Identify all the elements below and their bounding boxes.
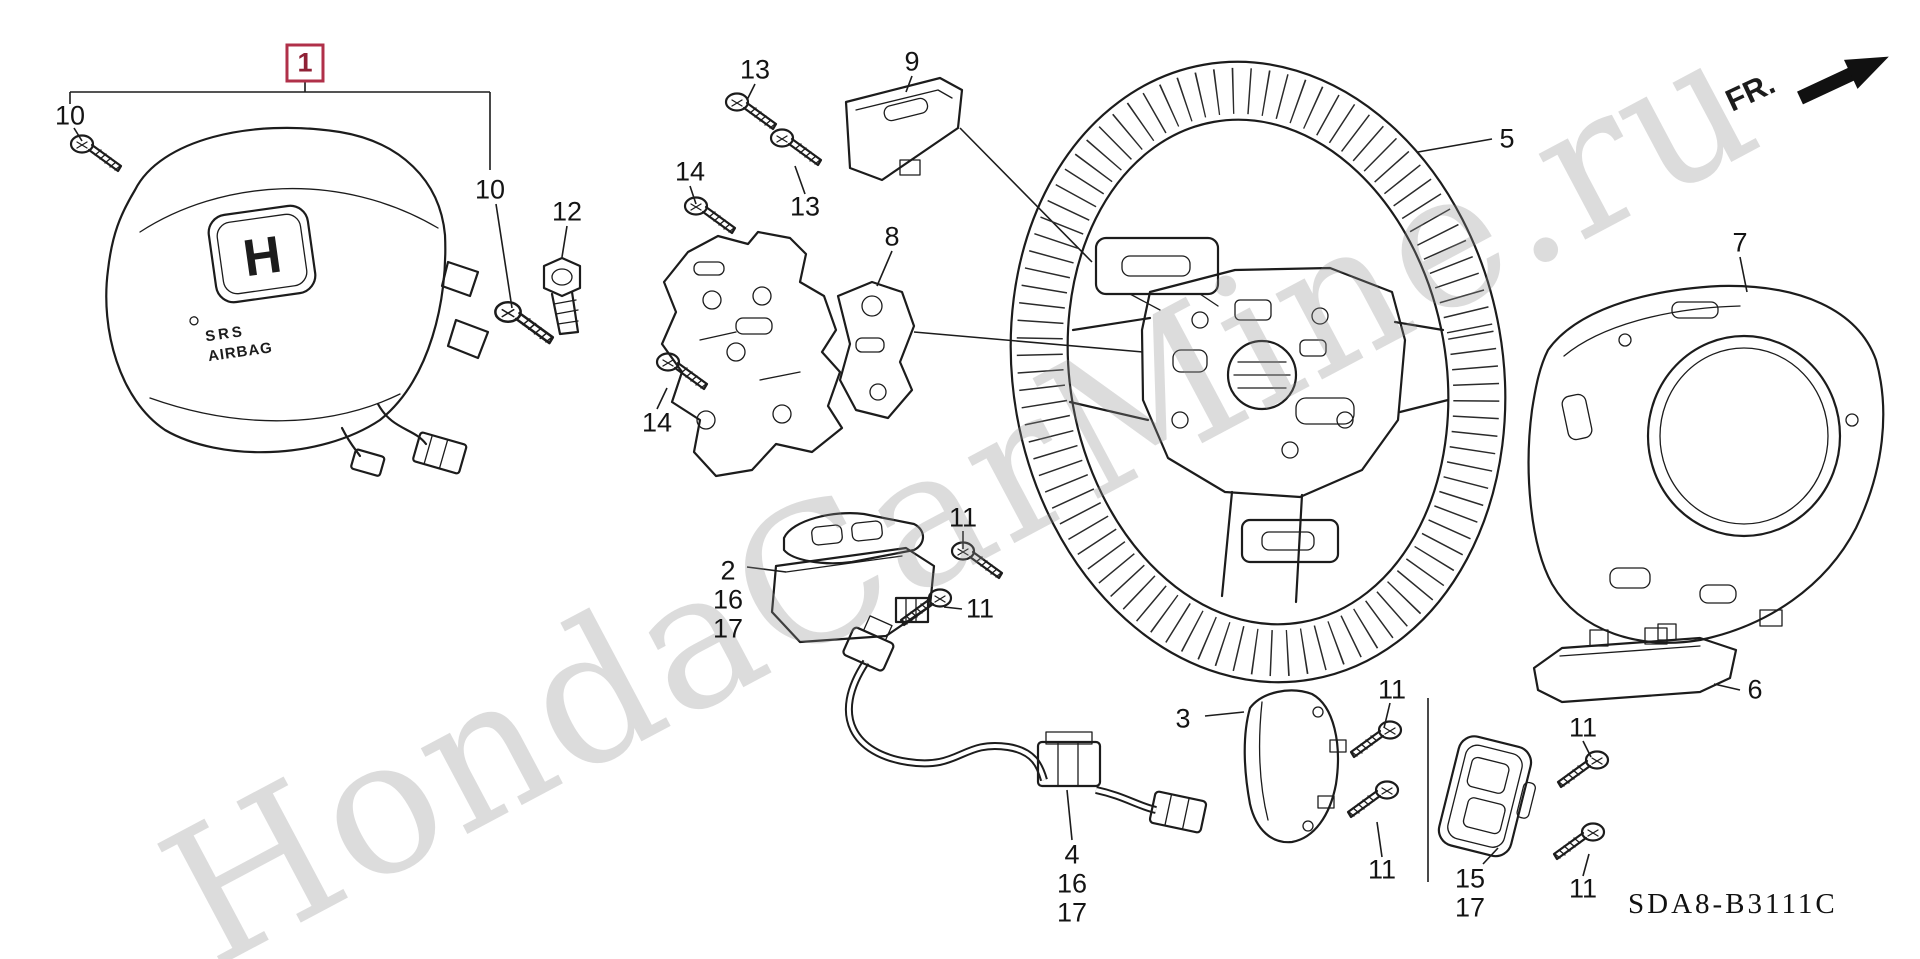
callout-13-a: 13 [739,54,771,85]
airbag-module-drawing: H SRS AIRBAG [105,126,490,477]
callout-7: 7 [1732,227,1748,258]
callout-9: 9 [904,46,920,77]
callout-12: 12 [551,196,583,227]
upper-garnish-drawing [844,76,964,182]
srs-mark-icon [189,316,199,326]
callout-16-a: 16 [712,584,744,615]
callout-15: 15 [1454,863,1486,894]
callout-5: 5 [1499,123,1515,154]
callout-13-b: 13 [789,191,821,222]
callout-17-a: 17 [712,613,744,644]
wire-harness-drawing [842,615,1208,834]
callout-14-a: 14 [674,156,706,187]
fr-label: FR. [1720,66,1780,119]
spoke-garnish-drawing [1243,689,1347,844]
diagram-code: SDA8-B3111C [1628,888,1838,920]
callout-11-b: 11 [965,593,995,624]
callout-4: 4 [1064,839,1080,870]
screw-drawings [69,92,1610,861]
lower-cover-drawing [1532,623,1738,704]
callout-17-c: 17 [1454,892,1486,923]
honda-h-logo: H [240,226,285,289]
srs-text: SRS [204,323,246,345]
callout-10-b: 10 [474,174,506,205]
callout-11-c: 11 [1377,674,1407,705]
callout-14-b: 14 [641,407,673,438]
callout-3: 3 [1175,703,1191,734]
callout-16-b: 16 [1056,868,1088,899]
callout-11-f: 11 [1568,873,1598,904]
callout-1-boxed: 1 [285,43,325,83]
bolt-drawing [542,256,582,336]
leader-lines [69,75,1748,882]
column-cover-drawing [1527,284,1885,645]
callout-6: 6 [1747,674,1763,705]
callout-11-a: 11 [948,502,978,533]
callout-8: 8 [884,221,900,252]
callout-2: 2 [720,555,736,586]
bracket-cluster-drawing [660,230,916,478]
callout-11-e: 11 [1568,712,1598,743]
callout-11-d: 11 [1367,854,1397,885]
callout-17-b: 17 [1056,897,1088,928]
audio-switch-drawing [1437,735,1536,858]
cruise-switch-drawing [770,512,936,644]
callout-10-a: 10 [54,100,86,131]
fr-direction-arrow: FR. [1720,56,1889,119]
steering-wheel-drawing [1009,60,1507,684]
